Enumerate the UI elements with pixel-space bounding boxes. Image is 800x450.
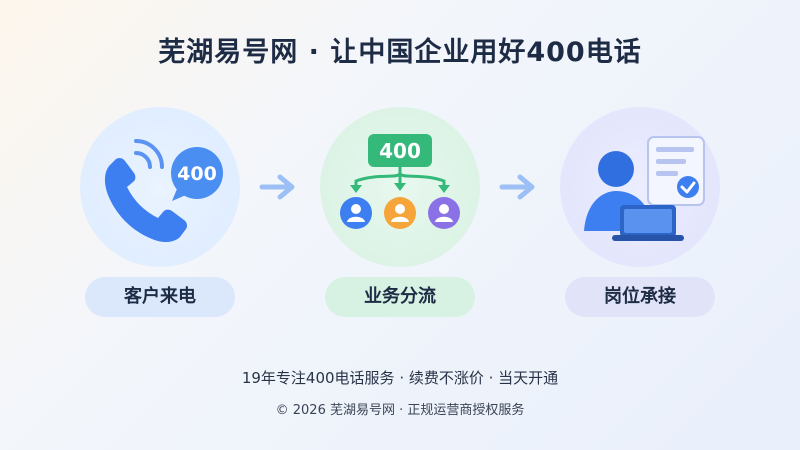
switch-badge-text: 400 <box>379 139 421 163</box>
user-icon <box>340 197 372 229</box>
user-icon <box>428 197 460 229</box>
checklist-icon <box>647 136 705 206</box>
step-label-agent-answer: 岗位承接 <box>565 277 715 317</box>
arrow-right-icon <box>499 174 535 200</box>
step-incoming-call: 400 <box>80 107 240 267</box>
user-icon <box>384 197 416 229</box>
arrow-right-icon <box>259 174 295 200</box>
step-label-routing: 业务分流 <box>325 277 475 317</box>
agent-at-laptop-icon <box>584 151 684 241</box>
switchboard-icon: 400 <box>350 134 450 193</box>
page-title: 芜湖易号网 · 让中国企业用好400电话 <box>158 37 642 68</box>
phone-icon <box>104 157 188 243</box>
step-routing: 400 <box>320 107 480 267</box>
step-label-incoming-call: 客户来电 <box>85 277 235 317</box>
copyright: © 2026 芜湖易号网 · 正规运营商授权服务 <box>275 403 525 418</box>
step-agent-answer <box>560 107 720 267</box>
speech-bubble-icon: 400 <box>171 147 223 201</box>
bubble-badge-text: 400 <box>177 163 217 185</box>
tagline: 19年专注400电话服务 · 续费不涨价 · 当天开通 <box>241 369 559 387</box>
